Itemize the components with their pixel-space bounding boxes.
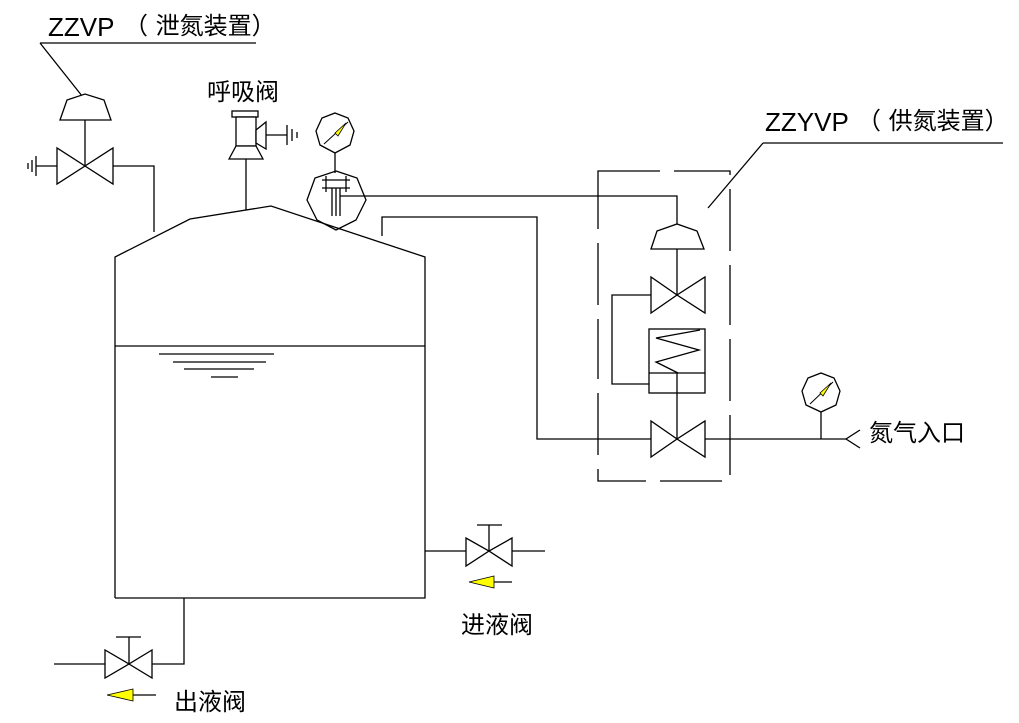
inlet-pressure-gauge[interactable] <box>801 372 841 439</box>
liquid-outlet-valve[interactable] <box>54 636 153 680</box>
inlet-valve-label: 进液阀 <box>461 611 533 639</box>
tank-pressure-gauge[interactable] <box>315 112 355 173</box>
breather-base <box>227 145 265 160</box>
inlet-connector-icon <box>844 429 861 449</box>
pilot-valve-right <box>675 275 706 315</box>
nozzle-detail-circle <box>306 170 367 231</box>
valve-left-triangle <box>465 536 491 568</box>
actuator-diaphragm-icon <box>59 93 112 121</box>
release-pipe <box>113 165 155 232</box>
valve-right-triangle <box>487 536 513 568</box>
pilot-valve-left <box>650 275 679 315</box>
zzyvp-desc-label: （ 供氮装置） <box>857 107 1009 135</box>
breather-cap <box>231 110 259 118</box>
nitrogen-inlet-label: 氮气入口 <box>869 419 965 447</box>
liquid-inlet-valve[interactable] <box>425 524 545 568</box>
sensing-pipe <box>381 216 651 440</box>
breather-valve[interactable]: 呼吸阀 <box>207 78 298 210</box>
zzvp-label-group: ZZVP （ 泄氮装置） <box>39 12 276 107</box>
gauge-needle-tip <box>819 382 832 397</box>
storage-tank <box>114 205 426 599</box>
zzyvp-leader-line <box>707 142 764 209</box>
breather-side-port <box>255 120 267 151</box>
zzvp-desc-label: （ 泄氮装置） <box>124 12 276 40</box>
zzyvp-label: ZZYVP <box>765 107 849 137</box>
ground-symbol-icon <box>27 156 37 176</box>
liquid-surface-icon <box>159 353 274 378</box>
regulator-actuator-icon <box>650 223 705 250</box>
nitrogen-supply-device[interactable] <box>611 223 706 459</box>
outlet-valve-label: 出液阀 <box>174 688 246 716</box>
outlet-pipe <box>152 598 185 665</box>
valve-left-triangle <box>104 648 131 680</box>
tank-nozzle-detail <box>306 170 367 231</box>
inlet-flow-arrow-icon <box>468 575 512 589</box>
nitrogen-release-valve[interactable] <box>27 93 155 232</box>
outlet-flow-arrow-icon <box>106 688 156 702</box>
nitrogen-supply-enclosure <box>597 170 731 482</box>
main-valve-left <box>650 419 679 459</box>
spring-icon <box>654 329 702 374</box>
pilot-bypass-pipe <box>611 294 651 385</box>
valve-right-triangle <box>83 146 114 186</box>
valve-right-triangle <box>127 648 153 680</box>
valve-left-triangle <box>56 146 87 186</box>
breather-valve-label: 呼吸阀 <box>207 78 279 106</box>
tank-body <box>114 205 426 599</box>
breather-body <box>235 116 257 147</box>
nitrogen-supply-pipe <box>340 195 678 224</box>
gauge-needle-tip <box>334 122 347 137</box>
ground-symbol-icon <box>286 125 298 145</box>
zzvp-label: ZZVP <box>48 12 114 42</box>
main-valve-right <box>675 419 706 459</box>
zzyvp-label-group: ZZYVP （ 供氮装置） <box>707 107 1009 209</box>
